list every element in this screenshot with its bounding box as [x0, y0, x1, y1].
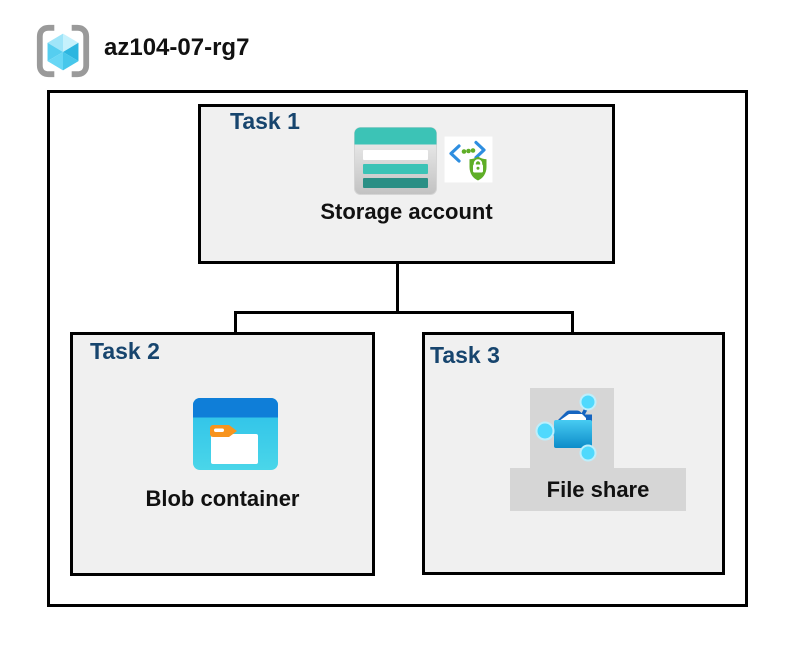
- task3-box: [422, 332, 725, 575]
- connector-horizontal: [234, 311, 574, 314]
- file-share-label: File share: [546, 476, 650, 502]
- storage-account-label: Storage account: [320, 199, 493, 224]
- sas-lock-icon: [444, 136, 493, 183]
- resource-group-name: az104-07-rg7: [104, 34, 250, 61]
- resource-group-boundary: [47, 90, 748, 607]
- blob-container-icon: [193, 398, 278, 470]
- storage-account-icon: [354, 127, 437, 195]
- task3-label: Task 3: [430, 342, 500, 368]
- task2-label: Task 2: [90, 338, 160, 364]
- file-share-label-background: File share: [510, 468, 686, 511]
- task1-label: Task 1: [230, 108, 300, 134]
- connector-storage-down: [396, 231, 399, 313]
- file-share-icon: [535, 393, 597, 462]
- blob-container-label: Blob container: [145, 486, 300, 511]
- resource-group-icon: [36, 24, 90, 78]
